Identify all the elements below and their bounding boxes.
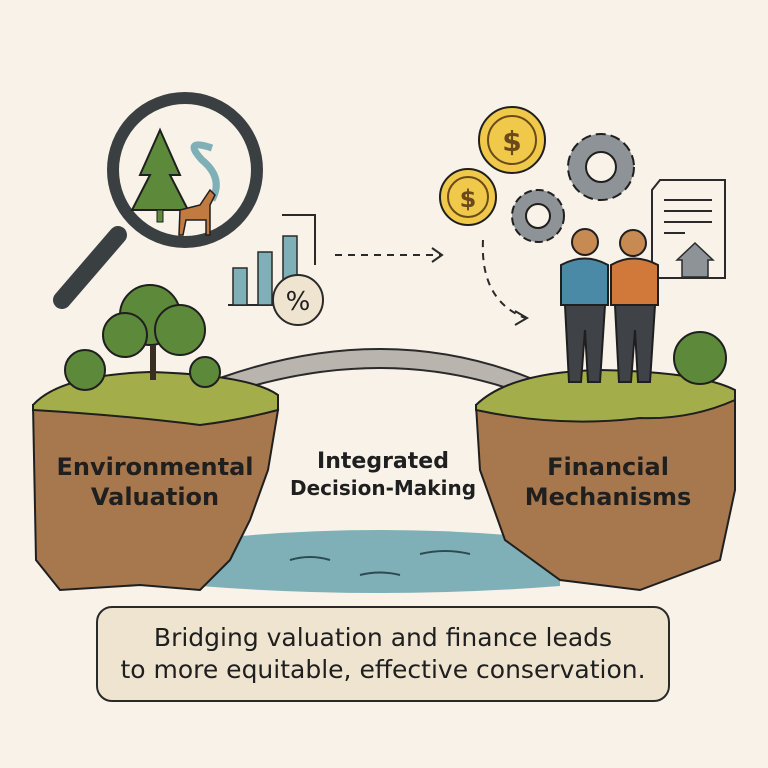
bar-chart-icon (228, 214, 324, 326)
integrated-decision-making-label: Integrated Decision-Making (268, 448, 498, 501)
left-cliff (31, 370, 280, 592)
environmental-valuation-label: Environmental Valuation (30, 452, 280, 512)
label-line: Valuation (90, 483, 220, 511)
financial-mechanisms-label: Financial Mechanisms (488, 452, 728, 512)
dollar-icon: $ (502, 125, 521, 158)
label-line: Environmental (56, 453, 254, 481)
label-line: Decision-Making (289, 475, 477, 500)
magnifier-icon (53, 92, 263, 309)
dollar-icon: $ (460, 185, 477, 213)
people-icon (560, 228, 659, 383)
dashed-arrow-down (481, 239, 529, 326)
right-shrub (673, 331, 727, 385)
document-icon (651, 179, 726, 279)
right-cliff (474, 368, 736, 592)
left-tree (64, 284, 221, 391)
caption-line-1: Bridging valuation and finance leads (153, 622, 613, 652)
label-line: Financial (547, 453, 669, 481)
label-line: Integrated (317, 449, 449, 474)
river (200, 530, 560, 593)
caption-line-2: to more equitable, effective conservatio… (120, 655, 646, 684)
dashed-arrow-right (335, 247, 444, 263)
percent-icon: % (286, 287, 311, 317)
caption-box: Bridging valuation and finance leads to … (96, 606, 670, 702)
gear-icon (511, 133, 635, 243)
label-line: Mechanisms (524, 483, 692, 511)
coin-icon (439, 106, 546, 226)
